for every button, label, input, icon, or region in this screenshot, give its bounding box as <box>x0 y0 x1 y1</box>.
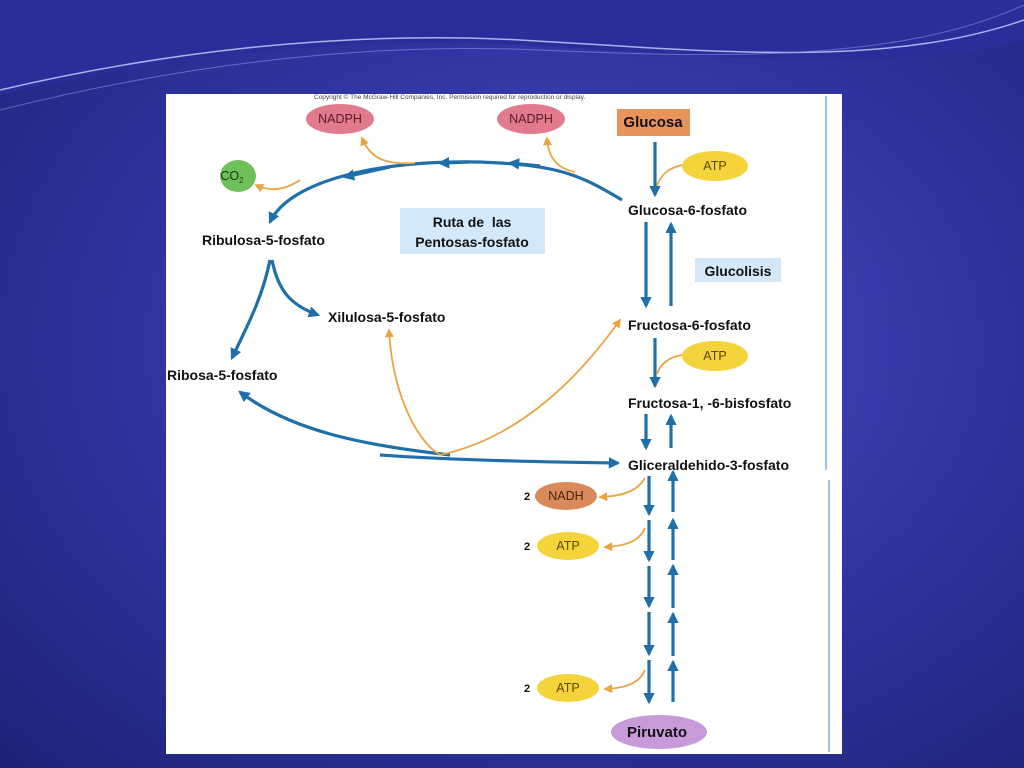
nadh-count: 2 <box>524 491 530 503</box>
arc-chevron-1 <box>507 158 541 170</box>
fructosa-bisfosfato-label: Fructosa-1, -6-bisfosfato <box>628 395 791 411</box>
xilulosa-5-fosfato-label: Xilulosa-5-fosfato <box>328 309 445 325</box>
atp-label-1: ATP <box>703 159 726 173</box>
piruvato-label: Piruvato <box>627 724 687 741</box>
atp-pill-2 <box>682 341 748 371</box>
figure-panel <box>166 94 842 754</box>
header-wave-highlight <box>0 19 1024 91</box>
glucosa-6-fosfato-label: Glucosa-6-fosfato <box>628 202 747 218</box>
arc-chevron-2 <box>437 156 471 169</box>
ruta-label-line2: Pentosas-fosfato <box>415 234 529 250</box>
orange-arrow-to-fructosa6p <box>439 318 622 456</box>
nadph-pill-right <box>497 104 565 134</box>
piruvato-pill <box>611 715 707 749</box>
orange-arrow-nadph-right <box>542 136 576 173</box>
orange-arrow-atp-3 <box>603 527 646 552</box>
atp-count-4: 2 <box>524 683 530 695</box>
copyright-text: Copyright © The McGraw-Hill Companies, I… <box>314 93 585 101</box>
atp-pill-4 <box>537 674 599 702</box>
ruta-pentosas-box <box>400 208 545 254</box>
atp-label-3: ATP <box>556 539 579 553</box>
glucolisis-box <box>695 258 781 282</box>
orange-arrow-co2 <box>254 179 301 193</box>
co2-pill <box>220 160 256 192</box>
nadh-pill <box>535 482 597 510</box>
orange-arrow-to-xilulosa <box>384 328 441 456</box>
header-wave-highlight-2 <box>0 4 1024 111</box>
atp-pill-3 <box>537 532 599 560</box>
orange-arrow-nadph-left <box>360 136 416 165</box>
arrow-pentose-arc <box>268 160 623 225</box>
glucosa-box <box>617 109 690 136</box>
arrow-ribulosa-to-xilulosa <box>270 259 321 318</box>
atp-label-4: ATP <box>556 681 579 695</box>
glucolisis-label: Glucolisis <box>705 263 772 279</box>
nadph-label-right: NADPH <box>509 112 553 126</box>
header-wave <box>0 0 1024 95</box>
orange-arrow-atp-4 <box>603 669 646 694</box>
ribulosa-5-fosfato-label: Ribulosa-5-fosfato <box>202 232 325 248</box>
nadh-label: NADH <box>548 489 583 503</box>
ruta-label-line1: Ruta de las <box>433 214 512 230</box>
arrow-g3p-to-ribosa <box>238 390 451 457</box>
atp-count-3: 2 <box>524 541 530 553</box>
ribosa-5-fosfato-label: Ribosa-5-fosfato <box>167 367 277 383</box>
co2-label: CO2 <box>220 169 244 185</box>
arc-chevron-3 <box>342 165 391 181</box>
gliceraldehido-3-fosfato-label: Gliceraldehido-3-fosfato <box>628 457 789 473</box>
arrow-to-g3p <box>379 453 621 469</box>
nadph-label-left: NADPH <box>318 112 362 126</box>
glucosa-label: Glucosa <box>623 114 683 131</box>
fructosa-6-fosfato-label: Fructosa-6-fosfato <box>628 317 751 333</box>
atp-label-2: ATP <box>703 349 726 363</box>
atp-pill-1 <box>682 151 748 181</box>
arrow-ribulosa-to-ribosa <box>230 259 272 361</box>
orange-arrow-nadh <box>598 477 646 502</box>
orange-arrow-atp-1 <box>656 164 683 187</box>
nadph-pill-left <box>306 104 374 134</box>
orange-arrow-atp-2 <box>656 354 683 375</box>
